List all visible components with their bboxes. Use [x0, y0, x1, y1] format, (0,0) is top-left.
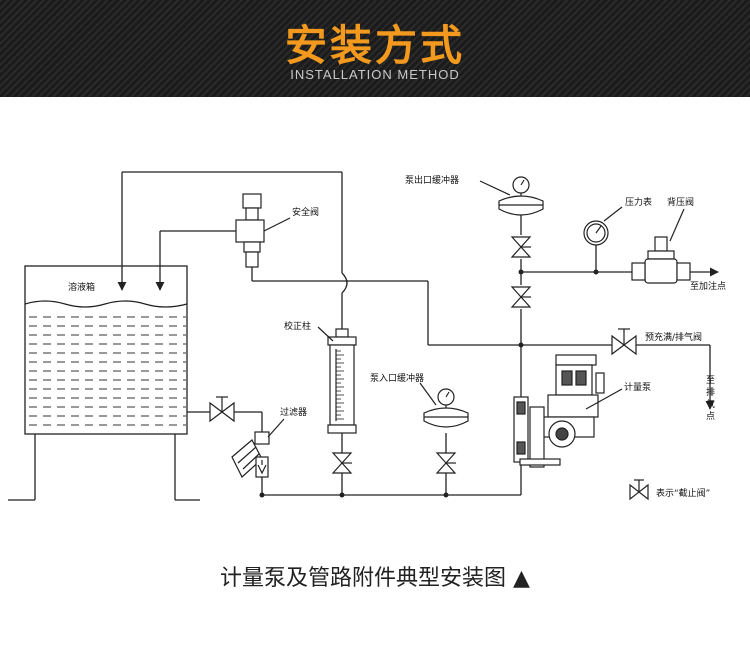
pump-outlet-damper — [479, 176, 544, 216]
header-subtitle: INSTALLATION METHOD — [290, 67, 460, 82]
label-to-drain-1: 至 — [706, 375, 715, 386]
label-pump-outlet-damper: 泵出口缓冲器 — [405, 174, 459, 186]
label-metering-pump: 计量泵 — [624, 381, 651, 393]
label-pump-inlet-damper: 泵入口缓冲器 — [370, 372, 424, 384]
label-safety-valve: 安全阀 — [292, 206, 319, 218]
calibration-column-ticks — [336, 350, 344, 420]
pump-inlet-damper — [419, 382, 469, 428]
installation-diagram: 溶液箱 — [8, 171, 726, 501]
header-banner: 安装方式 INSTALLATION METHOD — [0, 0, 750, 97]
label-to-drain-2: 排 — [706, 386, 715, 398]
back-pressure-valve — [631, 208, 691, 284]
label-to-drain-3: 气 — [706, 398, 715, 410]
label-calibration-column: 校正柱 — [284, 320, 311, 332]
pipe-lines — [117, 171, 719, 496]
label-legend: 表示“截止阀” — [656, 487, 710, 499]
label-to-drain-4: 点 — [706, 411, 715, 422]
metering-pump — [513, 354, 623, 468]
pressure-gauge — [583, 206, 623, 246]
pipe-junctions — [259, 269, 599, 498]
diagram-caption: 计量泵及管路附件典型安装图 ▲ — [220, 566, 530, 591]
solution-tank — [8, 265, 200, 501]
header-title: 安装方式 — [284, 21, 465, 70]
label-filter: 过滤器 — [280, 406, 307, 418]
calibration-column — [317, 326, 357, 434]
label-back-pressure-valve: 背压阀 — [667, 196, 694, 208]
shutoff-valves — [209, 236, 649, 501]
label-to-drain: 至 排 气 点 — [706, 375, 715, 422]
safety-valve — [235, 193, 291, 268]
label-pressure-gauge: 压力表 — [625, 196, 652, 208]
label-prime-vent-valve: 预充满/排气阀 — [645, 331, 702, 343]
label-to-injection: 至加注点 — [690, 280, 726, 292]
label-tank: 溶液箱 — [68, 281, 95, 293]
filter — [231, 418, 285, 478]
